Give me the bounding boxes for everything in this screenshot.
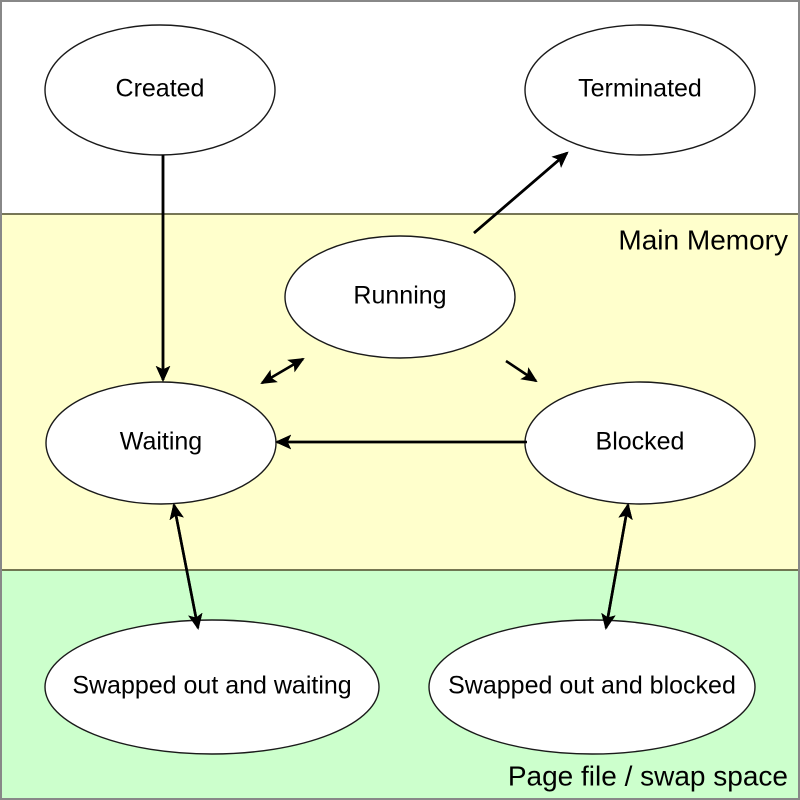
node-swapped-out-and-blocked-label: Swapped out and blocked: [448, 672, 736, 700]
region-label-page-file: Page file / swap space: [508, 760, 788, 791]
edge-running-to-terminated-overlay: [473, 151, 569, 234]
nodes-layer: Created Terminated Running Waiting Block…: [44, 24, 756, 755]
node-swapped-out-and-waiting[interactable]: Swapped out and waiting: [44, 619, 380, 755]
edge-overlays: [155, 151, 633, 630]
node-terminated-ellipse[interactable]: [524, 24, 756, 156]
edge-running-waiting-bidirectional: [260, 357, 305, 385]
edge-waiting-swapped-waiting-overlay: [169, 503, 203, 630]
node-swapped-out-and-blocked-ellipse[interactable]: [428, 619, 756, 755]
node-created-label: Created: [116, 75, 205, 103]
node-running-label: Running: [353, 282, 446, 310]
edge-blocked-swapped-blocked-overlay: [601, 503, 633, 630]
region-label-main-memory: Main Memory: [618, 224, 788, 255]
node-created[interactable]: Created: [44, 24, 276, 156]
node-swapped-out-and-waiting-label: Swapped out and waiting: [72, 672, 351, 700]
node-swapped-out-and-blocked[interactable]: Swapped out and blocked: [428, 619, 756, 755]
node-terminated[interactable]: Terminated: [524, 24, 756, 156]
node-waiting-label: Waiting: [120, 428, 202, 456]
node-terminated-label: Terminated: [578, 75, 702, 103]
node-waiting[interactable]: Waiting: [45, 381, 277, 505]
region-labels: Main Memory Page file / swap space: [508, 224, 788, 791]
node-running-ellipse[interactable]: [284, 235, 516, 359]
node-swapped-out-and-waiting-ellipse[interactable]: [44, 619, 380, 755]
node-created-ellipse[interactable]: [44, 24, 276, 156]
node-blocked-label: Blocked: [596, 428, 685, 456]
node-running[interactable]: Running: [284, 235, 516, 359]
edge-running-to-blocked: [505, 359, 538, 383]
node-blocked[interactable]: Blocked: [524, 381, 756, 505]
